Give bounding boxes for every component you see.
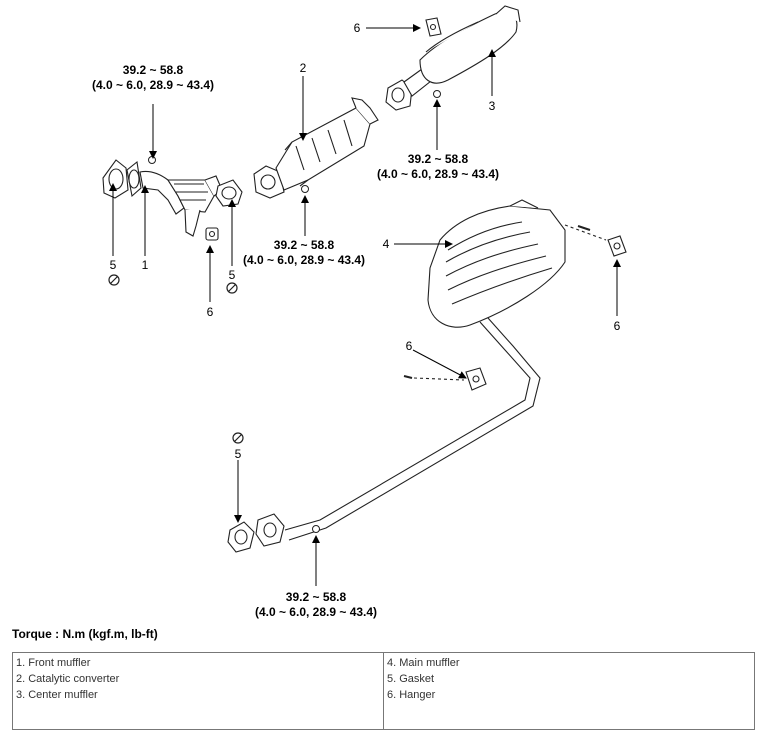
torque-heading: Torque : N.m (kgf.m, lb-ft) bbox=[12, 627, 158, 641]
torque-spec-units: (4.0 ~ 6.0, 28.9 ~ 43.4) bbox=[377, 167, 499, 181]
legend-item: 2. Catalytic converter bbox=[16, 673, 120, 685]
legend-item: 5. Gasket bbox=[387, 673, 435, 685]
callout-gasket-front: 5 bbox=[110, 258, 117, 272]
legend-column-left: 1. Front muffler 2. Catalytic converter … bbox=[12, 652, 384, 730]
nut-rear bbox=[312, 525, 320, 533]
torque-spec-units: (4.0 ~ 6.0, 28.9 ~ 43.4) bbox=[92, 78, 214, 92]
tail-pipe bbox=[284, 317, 541, 541]
exhaust-system-diagram: 5 1 2 6 3 4 5 6 6 6 5 39.2 ~ 58.8 (4.0 ~… bbox=[92, 5, 627, 619]
torque-spec-units: (4.0 ~ 6.0, 28.9 ~ 43.4) bbox=[255, 605, 377, 619]
callout-gasket-mid: 5 bbox=[229, 268, 236, 282]
legend-column-right: 4. Main muffler 5. Gasket 6. Hanger bbox=[383, 652, 755, 730]
nut-front bbox=[148, 156, 156, 164]
callout-hanger-center: 6 bbox=[354, 21, 361, 35]
hanger-center bbox=[425, 17, 442, 37]
torque-spec-value: 39.2 ~ 58.8 bbox=[274, 238, 335, 252]
callout-hanger-mid: 6 bbox=[406, 339, 413, 353]
do-not-reuse-icon bbox=[108, 274, 244, 444]
callout-catalytic-converter: 2 bbox=[300, 61, 307, 75]
legend-item: 6. Hanger bbox=[387, 689, 436, 701]
main-muffler bbox=[427, 199, 566, 328]
callout-front-muffler: 1 bbox=[142, 258, 149, 272]
center-muffler bbox=[385, 5, 521, 111]
nut-center bbox=[433, 90, 441, 98]
parts-legend-table: 1. Front muffler 2. Catalytic converter … bbox=[12, 652, 755, 730]
callout-center-muffler: 3 bbox=[489, 99, 496, 113]
torque-spec-value: 39.2 ~ 58.8 bbox=[286, 590, 347, 604]
front-muffler bbox=[126, 160, 223, 237]
callout-hanger-front: 6 bbox=[207, 305, 214, 319]
callout-main-muffler: 4 bbox=[383, 237, 390, 251]
callout-gasket-rear: 5 bbox=[235, 447, 242, 461]
rear-gasket bbox=[227, 521, 255, 553]
front-gasket bbox=[102, 159, 129, 199]
legend-item: 4. Main muffler bbox=[387, 657, 460, 669]
torque-labels: 39.2 ~ 58.8 (4.0 ~ 6.0, 28.9 ~ 43.4) 39.… bbox=[92, 63, 499, 619]
legend-item: 3. Center muffler bbox=[16, 689, 98, 701]
rear-flange bbox=[255, 513, 285, 547]
nut-converter bbox=[301, 185, 309, 193]
catalytic-converter bbox=[253, 97, 379, 199]
hanger-front bbox=[205, 227, 219, 241]
callout-hanger-right: 6 bbox=[614, 319, 621, 333]
hanger-mid bbox=[403, 367, 487, 391]
hanger-right bbox=[564, 224, 627, 257]
callout-labels: 5 1 2 6 3 4 5 6 6 6 5 bbox=[110, 21, 621, 461]
legend-item: 1. Front muffler bbox=[16, 657, 91, 669]
torque-spec-units: (4.0 ~ 6.0, 28.9 ~ 43.4) bbox=[243, 253, 365, 267]
torque-spec-value: 39.2 ~ 58.8 bbox=[408, 152, 469, 166]
leader-lines bbox=[109, 24, 621, 586]
torque-spec-value: 39.2 ~ 58.8 bbox=[123, 63, 184, 77]
